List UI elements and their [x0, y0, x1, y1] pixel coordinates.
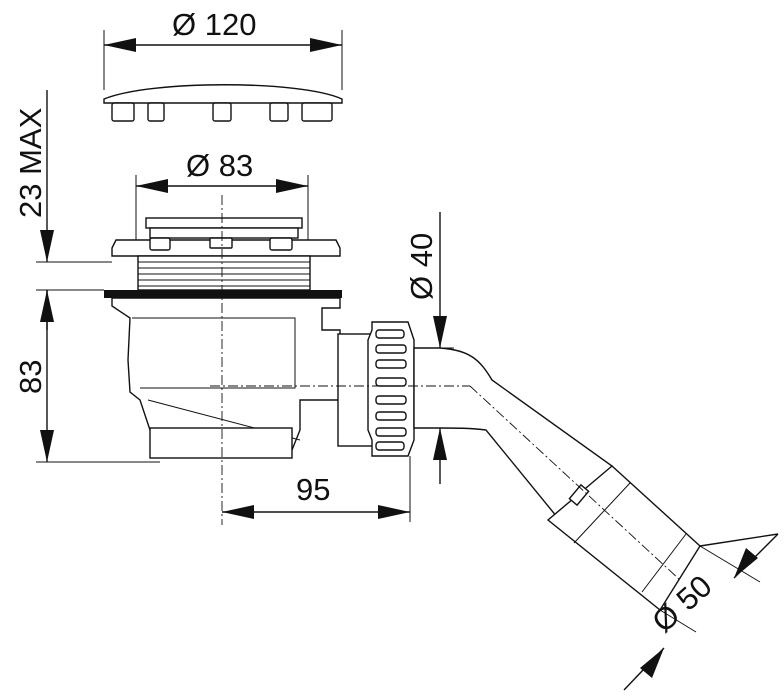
outlet-offset-dimension [222, 456, 411, 522]
center-lines [210, 195, 681, 581]
drain-cover [103, 30, 343, 122]
outlet-nut [337, 321, 415, 457]
body-diameter-dimension [135, 175, 309, 250]
cover-diameter-label: Ø 120 [172, 7, 256, 42]
pipe-diameter-dimension [623, 533, 779, 691]
body-height-dimension [36, 290, 160, 463]
outlet-offset-label: 95 [296, 472, 330, 507]
outlet-diameter-label: Ø 40 [404, 233, 439, 300]
outlet-diameter-dimension [414, 212, 454, 484]
body-height-label: 83 [13, 360, 48, 394]
outlet-pipe [413, 347, 701, 612]
body-diameter-label: Ø 83 [186, 148, 253, 183]
max-height-label: 23 MAX [13, 107, 48, 218]
drain-body [104, 217, 342, 459]
